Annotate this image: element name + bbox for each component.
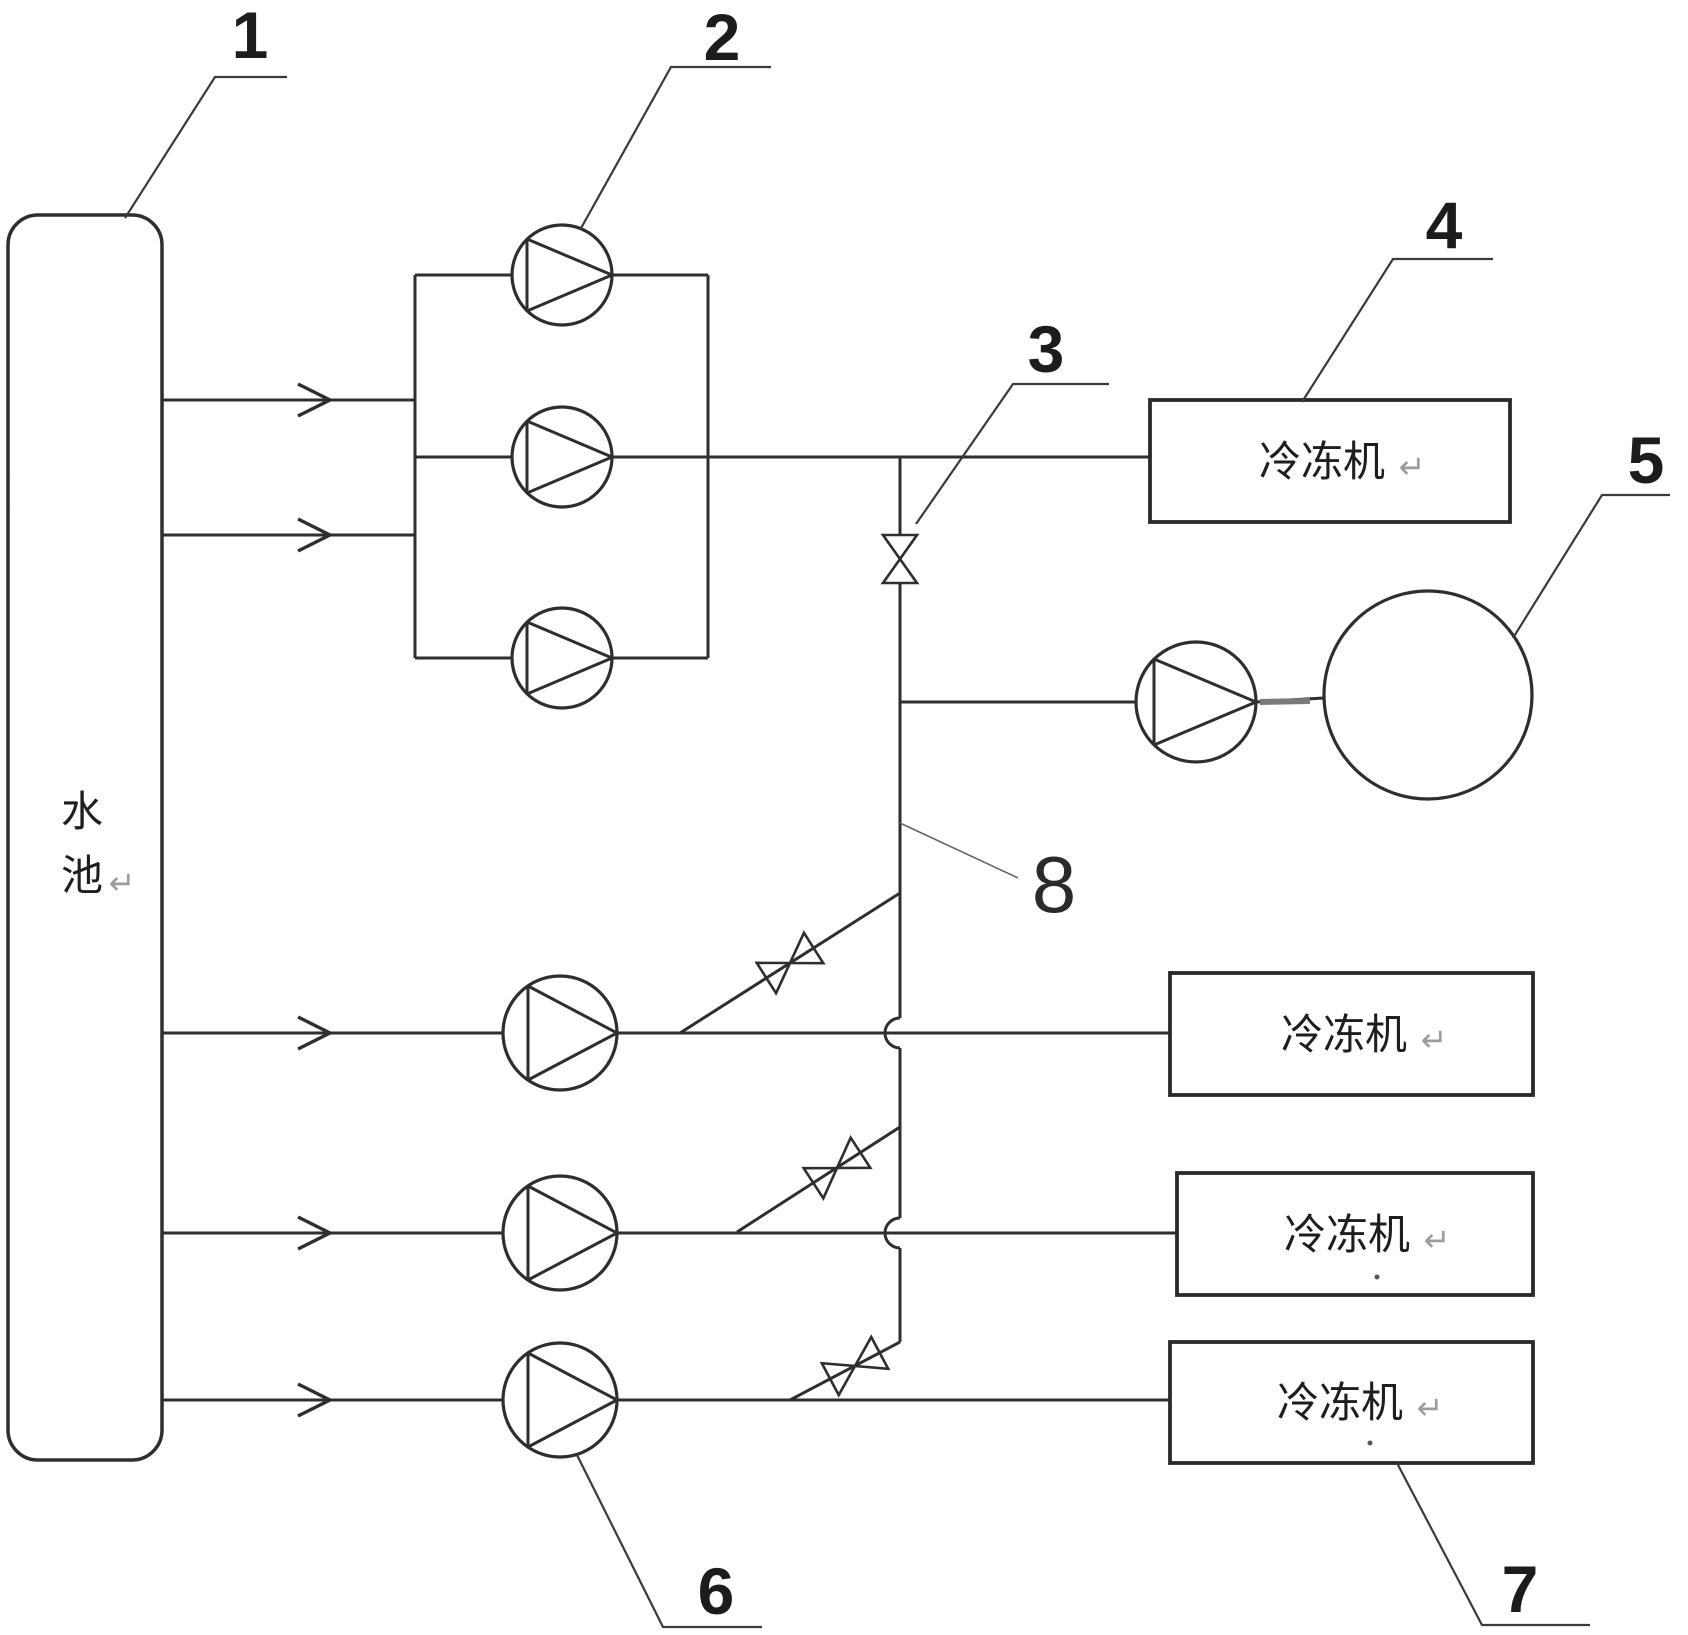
flow-arrow-icon — [297, 1382, 334, 1418]
chiller-box-3: 冷冻机 ↵ — [1175, 1171, 1535, 1297]
flow-arrow-icon — [297, 1215, 334, 1251]
return-mark-icon: ↵ — [1424, 1221, 1451, 1259]
leader-4 — [1301, 257, 1493, 403]
row-pumps — [501, 974, 621, 1459]
pump-icon — [501, 1174, 621, 1292]
callout-5: 5 — [1628, 423, 1665, 497]
callout-6: 6 — [698, 1554, 735, 1628]
pump-group-parallel — [510, 223, 616, 710]
chiller-label: 冷冻机 — [1281, 1011, 1407, 1058]
row3-bypass-diagonal — [789, 1340, 901, 1402]
water-tank-label-char1: 水 — [61, 788, 103, 835]
return-mark-icon: ↵ — [1421, 1021, 1448, 1059]
pump-icon — [501, 974, 621, 1092]
callout-numbers: 1 2 3 4 5 6 7 8 — [232, 0, 1665, 1628]
connector-heavy-segment — [1259, 698, 1311, 705]
bypass-valve-icon — [754, 930, 826, 996]
load-circle — [1322, 589, 1534, 801]
callout-1: 1 — [232, 0, 269, 72]
water-tank-body — [6, 213, 164, 1462]
chiller-box-1: 冷冻机 ↵ — [1148, 398, 1512, 524]
booster-pump-icon — [1134, 640, 1260, 764]
water-tank: 水 池 ↵ — [6, 213, 164, 1462]
bypass-valve-icon — [801, 1134, 873, 1202]
callout-7: 7 — [1502, 1552, 1539, 1626]
pump-icon — [510, 405, 616, 509]
flow-arrow-icon — [297, 517, 334, 553]
chiller-label: 冷冻机 — [1284, 1211, 1410, 1258]
chiller-box-2: 冷冻机 ↵ — [1168, 971, 1535, 1097]
leader-5 — [1512, 493, 1670, 639]
leader-8 — [899, 822, 1019, 879]
valve-3-icon — [880, 533, 920, 585]
chiller-label: 冷冻机 — [1259, 438, 1385, 485]
pump-icon — [510, 606, 616, 710]
stray-dot — [1367, 1440, 1373, 1446]
return-mark-icon: ↵ — [109, 864, 136, 902]
leader-3 — [915, 382, 1109, 525]
leader-1 — [124, 75, 287, 219]
callout-8: 8 — [1032, 840, 1077, 929]
leader-6 — [576, 1454, 762, 1629]
flow-arrows — [297, 382, 334, 1418]
leader-2 — [579, 65, 771, 231]
pump-icon — [501, 1341, 621, 1459]
stray-dot — [1374, 1274, 1380, 1280]
callout-leaders — [124, 65, 1670, 1629]
callout-3: 3 — [1028, 312, 1065, 386]
callout-4: 4 — [1426, 188, 1463, 262]
return-mark-icon: ↵ — [1417, 1389, 1444, 1427]
flow-arrow-icon — [297, 1015, 334, 1051]
water-tank-label-char2: 池 — [61, 852, 103, 899]
leader-7 — [1396, 1462, 1590, 1627]
chiller-box-4: 冷冻机 ↵ — [1168, 1340, 1535, 1465]
chiller-label: 冷冻机 — [1277, 1379, 1403, 1426]
row2-bypass-diagonal — [736, 1125, 901, 1234]
bypass-valve-icon — [819, 1334, 891, 1398]
callout-2: 2 — [704, 0, 741, 74]
return-mark-icon: ↵ — [1399, 448, 1426, 486]
pump-icon — [510, 223, 616, 327]
flow-arrow-icon — [297, 382, 334, 418]
